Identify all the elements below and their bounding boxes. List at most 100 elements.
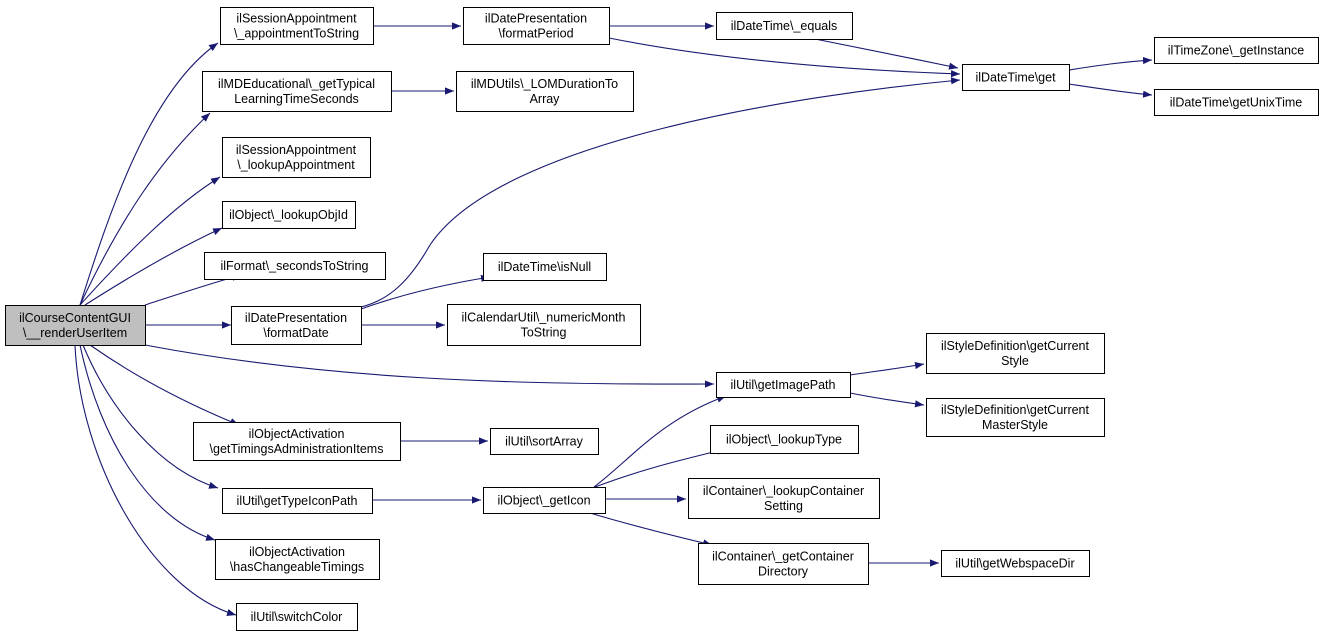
node-root[interactable]: ilCourseContentGUI\__renderUserItem (5, 305, 146, 346)
node-box (716, 12, 853, 40)
node-dt-get[interactable]: ilDateTime\get (962, 64, 1070, 91)
node-label-line: ilContainer\_getContainer (712, 550, 854, 564)
edge-root-to-obj_lookupid (84, 227, 223, 306)
node-util-sort[interactable]: ilUtil\sortArray (490, 428, 599, 455)
node-box (220, 7, 374, 45)
edge-root-to-util_image (144, 344, 715, 388)
node-tz-instance[interactable]: ilTimeZone\_getInstance (1154, 37, 1319, 64)
node-label-line: ilUtil\getTypeIconPath (237, 494, 358, 508)
node-box (231, 306, 362, 345)
edge-dp_period-to-dt_get (608, 37, 961, 78)
node-obj-lookupid[interactable]: ilObject\_lookupObjId (222, 201, 356, 229)
node-label-line: ilUtil\getImagePath (731, 378, 836, 392)
node-box (202, 71, 392, 112)
node-sa-tostring[interactable]: ilSessionAppointment\_appointmentToStrin… (220, 7, 374, 45)
edge-dp_date-to-dt_isnull (360, 274, 491, 310)
node-box (1154, 37, 1319, 64)
edge-line (589, 512, 713, 547)
node-label-line: ilUtil\switchColor (251, 610, 343, 624)
node-label-line: ilSessionAppointment (236, 12, 357, 26)
node-oa-changeable[interactable]: ilObjectActivation\hasChangeableTimings (215, 539, 380, 580)
edge-line (82, 344, 219, 489)
node-dt-unix[interactable]: ilDateTime\getUnixTime (1154, 89, 1319, 116)
node-box (193, 422, 401, 461)
edge-obj_geticon-to-cont_dir (589, 512, 713, 547)
node-sa-lookup[interactable]: ilSessionAppointment\_lookupAppointment (222, 137, 371, 178)
node-box (483, 487, 606, 514)
node-dp-period[interactable]: ilDatePresentation\formatPeriod (463, 7, 610, 45)
node-label-line: ilSessionAppointment (236, 143, 357, 157)
node-util-switch[interactable]: ilUtil\switchColor (236, 603, 358, 631)
edge-line (79, 112, 211, 306)
node-obj-geticon[interactable]: ilObject\_getIcon (483, 487, 606, 514)
node-label-line: ilUtil\getWebspaceDir (955, 557, 1074, 571)
node-box (456, 71, 634, 112)
node-box (222, 137, 371, 178)
edge-root-to-sa_tostring (79, 42, 219, 306)
edge-root-to-util_switch (74, 344, 237, 616)
node-util-typeicon[interactable]: ilUtil\getTypeIconPath (222, 488, 373, 514)
node-dp-date[interactable]: ilDatePresentation\formatDate (231, 306, 362, 345)
edge-line (1068, 83, 1153, 98)
node-box (1154, 89, 1319, 116)
edge-line (849, 361, 925, 376)
node-box (204, 252, 386, 280)
node-obj-lookuptype[interactable]: ilObject\_lookupType (710, 425, 859, 454)
node-box (941, 550, 1090, 577)
node-label-line: ilStyleDefinition\getCurrent (941, 403, 1090, 417)
node-box (215, 539, 380, 580)
node-label-line: ilDatePresentation (245, 311, 347, 325)
node-dt-isnull[interactable]: ilDateTime\isNull (483, 253, 607, 281)
node-md-edu[interactable]: ilMDEducational\_getTypicalLearningTimeS… (202, 71, 392, 112)
node-box (222, 488, 373, 514)
node-label-line: ilTimeZone\_getInstance (1168, 44, 1304, 58)
node-label-line: \_appointmentToString (234, 27, 359, 41)
node-label-line: ilObjectActivation (249, 427, 345, 441)
edge-line (593, 395, 727, 488)
edge-obj_geticon-to-util_image (593, 395, 727, 488)
node-label-line: ilObject\_lookupType (726, 433, 842, 447)
node-fmt-seconds[interactable]: ilFormat\_secondsToString (204, 252, 386, 280)
node-label-line: ilDatePresentation (485, 12, 587, 26)
edge-line (84, 227, 223, 306)
node-label-line: ilMDUtils\_LOMDurationTo (471, 77, 618, 91)
node-label-line: ilDateTime\_equals (731, 19, 838, 33)
node-box (447, 304, 641, 346)
edge-line (79, 42, 219, 306)
node-label-line: ilDateTime\getUnixTime (1170, 96, 1302, 110)
node-label-line: ilObjectActivation (249, 545, 345, 559)
edge-line (814, 38, 959, 70)
node-label-line: ilFormat\_secondsToString (221, 259, 369, 273)
edge-line (360, 77, 961, 308)
node-dt-equals[interactable]: ilDateTime\_equals (716, 12, 853, 40)
node-label-line: ilObject\_lookupObjId (229, 208, 348, 222)
edge-root-to-sa_lookup (79, 176, 221, 306)
node-box (463, 7, 610, 45)
node-label-line: ilUtil\sortArray (505, 435, 584, 449)
node-box (222, 201, 356, 229)
node-util-webspace[interactable]: ilUtil\getWebspaceDir (941, 550, 1090, 577)
node-util-image[interactable]: ilUtil\getImagePath (716, 372, 851, 398)
node-oa-timings[interactable]: ilObjectActivation\getTimingsAdministrat… (193, 422, 401, 461)
edge-line (849, 392, 925, 408)
nodes-layer: ilCourseContentGUI\__renderUserItem ilSes… (5, 7, 1319, 631)
edge-dt_equals-to-dt_get (814, 38, 959, 70)
edge-root-to-oa_changeable (79, 344, 216, 541)
node-box (698, 543, 869, 585)
node-box (490, 428, 599, 455)
node-label-line: ilStyleDefinition\getCurrent (941, 339, 1090, 353)
edges-layer (74, 22, 1153, 616)
node-label-line: MasterStyle (982, 418, 1048, 432)
edge-line (89, 344, 240, 426)
node-label-line: ilDateTime\get (975, 71, 1056, 85)
node-label-line: Style (1001, 354, 1029, 368)
node-label-line: ilCalendarUtil\_numericMonth (462, 311, 626, 325)
node-label-line: \__renderUserItem (23, 326, 127, 340)
node-box (710, 425, 859, 454)
